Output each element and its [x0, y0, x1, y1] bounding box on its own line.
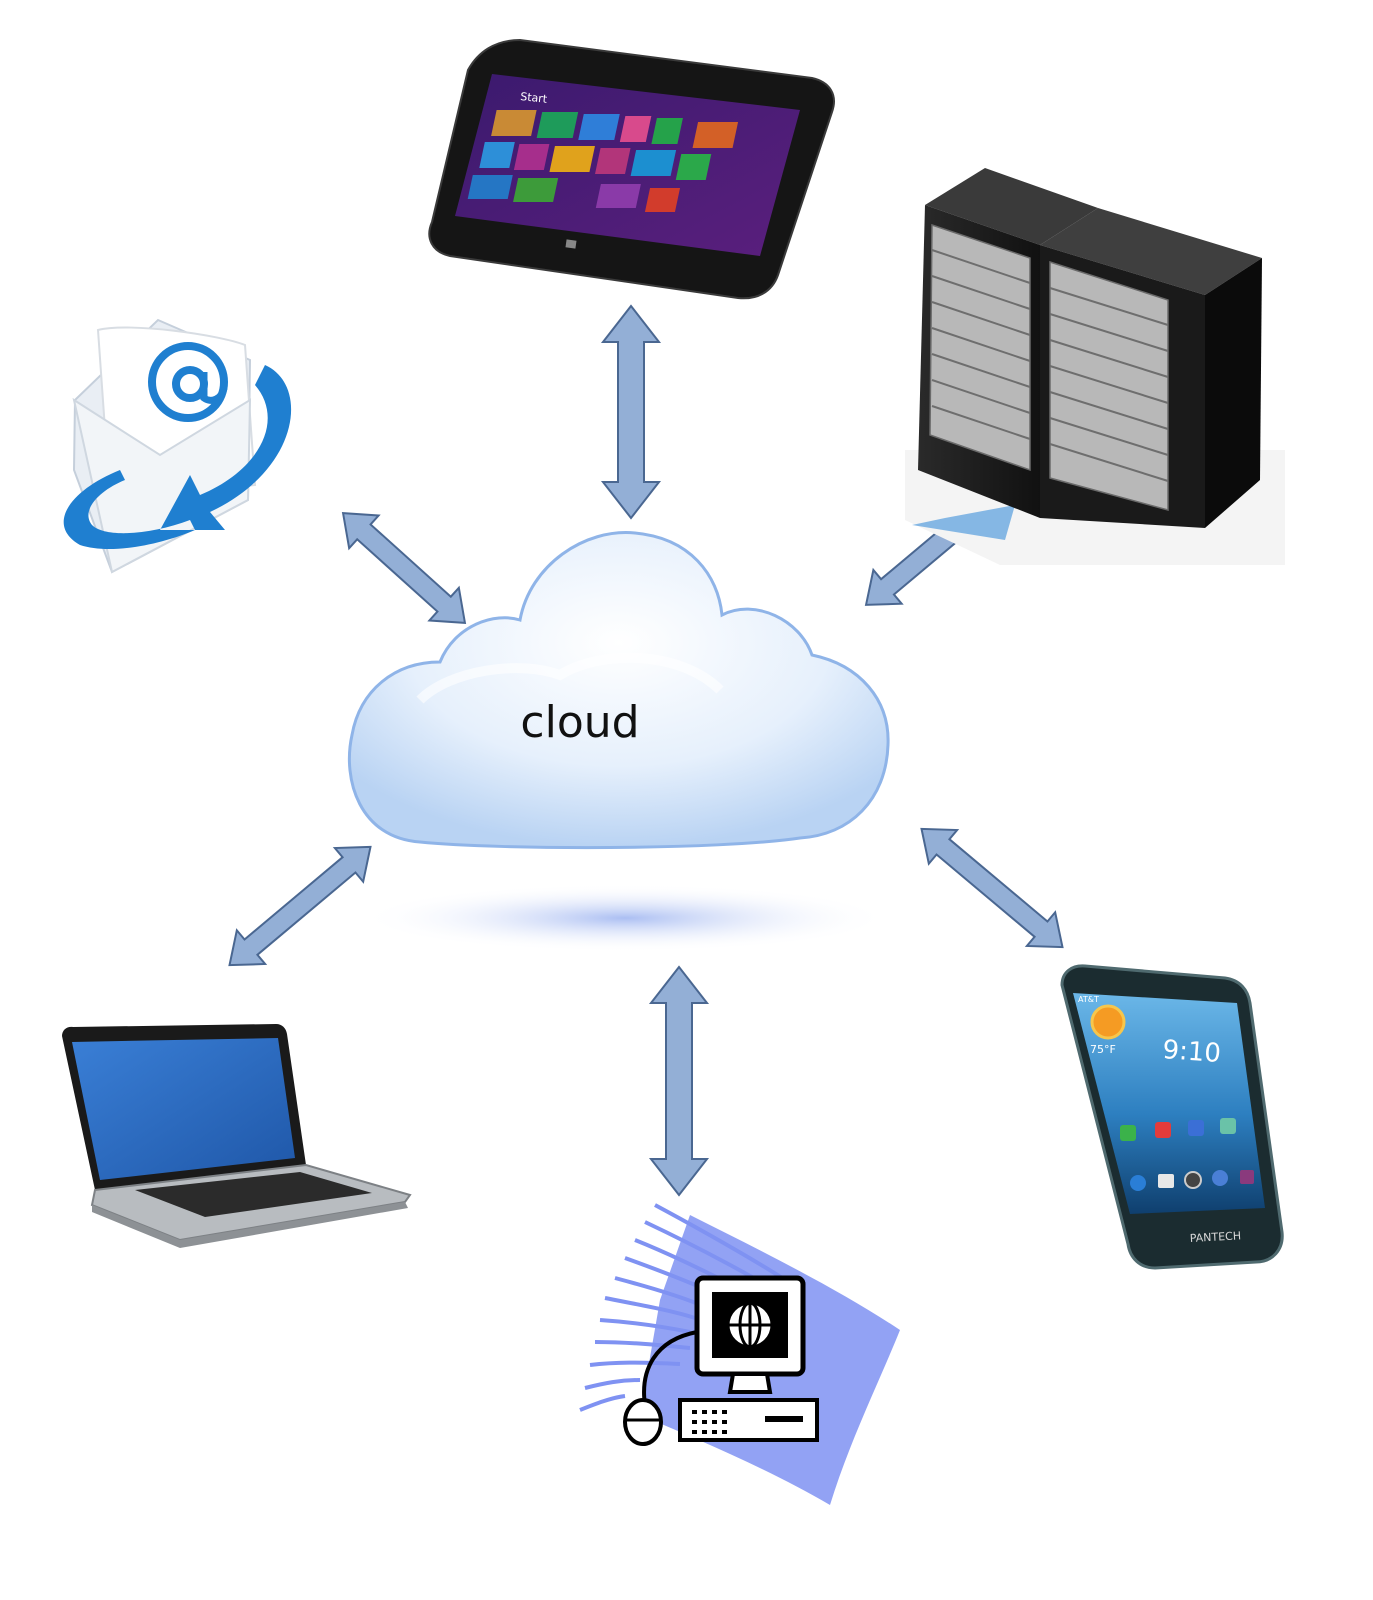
arrow-cloud-desktop [648, 965, 710, 1197]
cloud-node: cloud [347, 531, 890, 952]
server-rack-icon [905, 168, 1285, 565]
tablet-start-label: Start [520, 90, 549, 106]
cloud-label: cloud [520, 697, 639, 748]
phone-temperature: 75°F [1090, 1043, 1116, 1056]
server-drive-bays [929, 223, 1169, 511]
tablet-icon: Start [428, 38, 835, 300]
arrow-cloud-email [341, 512, 467, 624]
mouse-icon [623, 1398, 663, 1446]
cloud-highlight [416, 652, 724, 704]
phone-carrier: AT&T [1078, 995, 1099, 1004]
at-sign-ring [148, 342, 228, 422]
arrow-cloud-tablet [600, 304, 662, 520]
phone-clock: 9:10 [1162, 1035, 1222, 1069]
cloud-shape [347, 531, 890, 850]
desktop-computer-icon [579, 1203, 900, 1505]
email-icon [63, 318, 292, 574]
smartphone-icon: AT&T 75°F 9:10 PANTECH [1060, 964, 1284, 1270]
email-swoosh-arrow [63, 365, 292, 550]
laptop-icon [62, 1024, 412, 1248]
weather-sun-icon [1090, 1004, 1126, 1040]
phone-brand: PANTECH [1189, 1229, 1241, 1245]
phone-app-icons [1120, 1118, 1254, 1191]
arrow-cloud-smartphone [920, 827, 1064, 949]
tablet-start-tiles [467, 110, 739, 212]
cloud-shadow [360, 884, 890, 952]
arrow-cloud-laptop [228, 845, 372, 967]
